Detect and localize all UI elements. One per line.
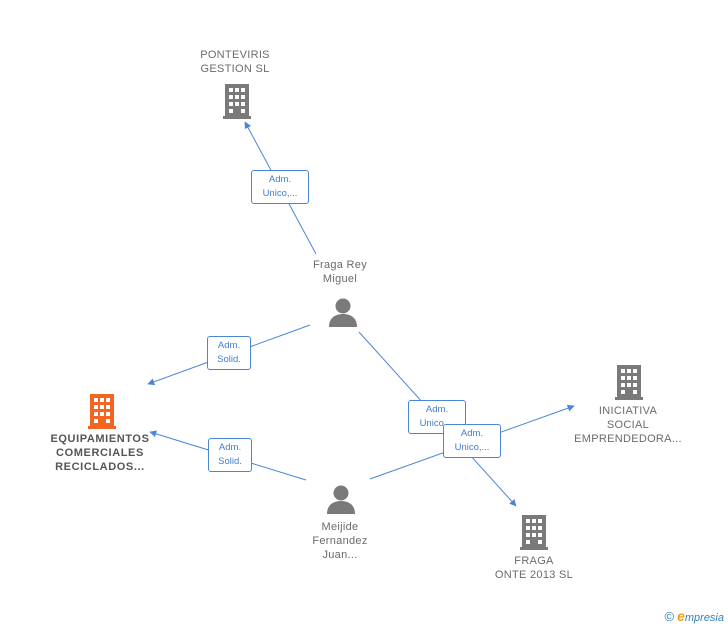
node-label-line: PONTEVIRIS xyxy=(200,49,270,61)
edge-label-line: Unico,... xyxy=(262,188,298,199)
node-label-line: EMPRENDEDORA... xyxy=(574,433,682,445)
node-label-fraga-rey[interactable]: Fraga Rey Miguel xyxy=(290,258,390,286)
brand-initial: e xyxy=(677,608,685,624)
edge-label-line: Adm. xyxy=(268,174,292,185)
edge-label-line: Solid. xyxy=(217,354,241,365)
brand-name: mpresia xyxy=(684,612,724,624)
copyright-icon: © xyxy=(664,609,675,624)
edge-label-fraga-equipamientos[interactable]: Adm. Solid. xyxy=(207,336,251,370)
edge-label-line: Unico,... xyxy=(419,418,455,429)
node-label-line: Fraga Rey xyxy=(312,259,368,271)
node-label-line: SOCIAL xyxy=(606,419,650,431)
edge-label-meijide-equipamientos[interactable]: Adm. Solid. xyxy=(208,438,252,472)
node-label-line: Meijide xyxy=(321,521,359,533)
node-label-line: GESTION SL xyxy=(200,63,270,75)
edge-label-line: Unico,... xyxy=(454,442,490,453)
edge-label-line: Adm. xyxy=(460,428,484,439)
edge-label-line: Adm. xyxy=(217,340,241,351)
person-icon[interactable] xyxy=(327,297,359,327)
building-icon-focus[interactable] xyxy=(86,393,118,429)
node-label-line: INICIATIVA xyxy=(598,405,658,417)
node-label-line: FRAGA xyxy=(514,555,554,567)
empresia-watermark: ©empresia xyxy=(664,608,724,624)
edge-label-line: Adm. xyxy=(218,442,242,453)
edge-label-line: Solid. xyxy=(218,456,242,467)
node-label-line: RECICLADOS... xyxy=(55,461,145,473)
building-icon[interactable] xyxy=(613,364,645,400)
edge-label-meijide-iniciativa[interactable]: Adm. Unico,... xyxy=(443,424,501,458)
node-label-line: Miguel xyxy=(322,273,358,285)
person-icon[interactable] xyxy=(325,484,357,514)
node-label-line: ONTE 2013 SL xyxy=(494,569,574,581)
node-label-line: EQUIPAMIENTOS xyxy=(50,433,150,445)
node-label-iniciativa[interactable]: INICIATIVA SOCIAL EMPRENDEDORA... xyxy=(566,404,690,446)
node-label-line: Fernandez xyxy=(312,535,368,547)
node-label-ponteviris[interactable]: PONTEVIRIS GESTION SL xyxy=(174,48,296,76)
building-icon[interactable] xyxy=(221,83,253,119)
edge-label-fraga-ponteviris[interactable]: Adm. Unico,... xyxy=(251,170,309,204)
node-label-meijide[interactable]: Meijide Fernandez Juan... xyxy=(290,520,390,562)
node-label-fraga-onte[interactable]: FRAGA ONTE 2013 SL xyxy=(476,554,592,582)
node-label-line: COMERCIALES xyxy=(56,447,144,459)
node-label-line: Juan... xyxy=(322,549,358,561)
node-label-equipamientos[interactable]: EQUIPAMIENTOS COMERCIALES RECICLADOS... xyxy=(40,432,160,474)
edge-label-line: Adm. xyxy=(425,404,449,415)
building-icon[interactable] xyxy=(518,514,550,550)
